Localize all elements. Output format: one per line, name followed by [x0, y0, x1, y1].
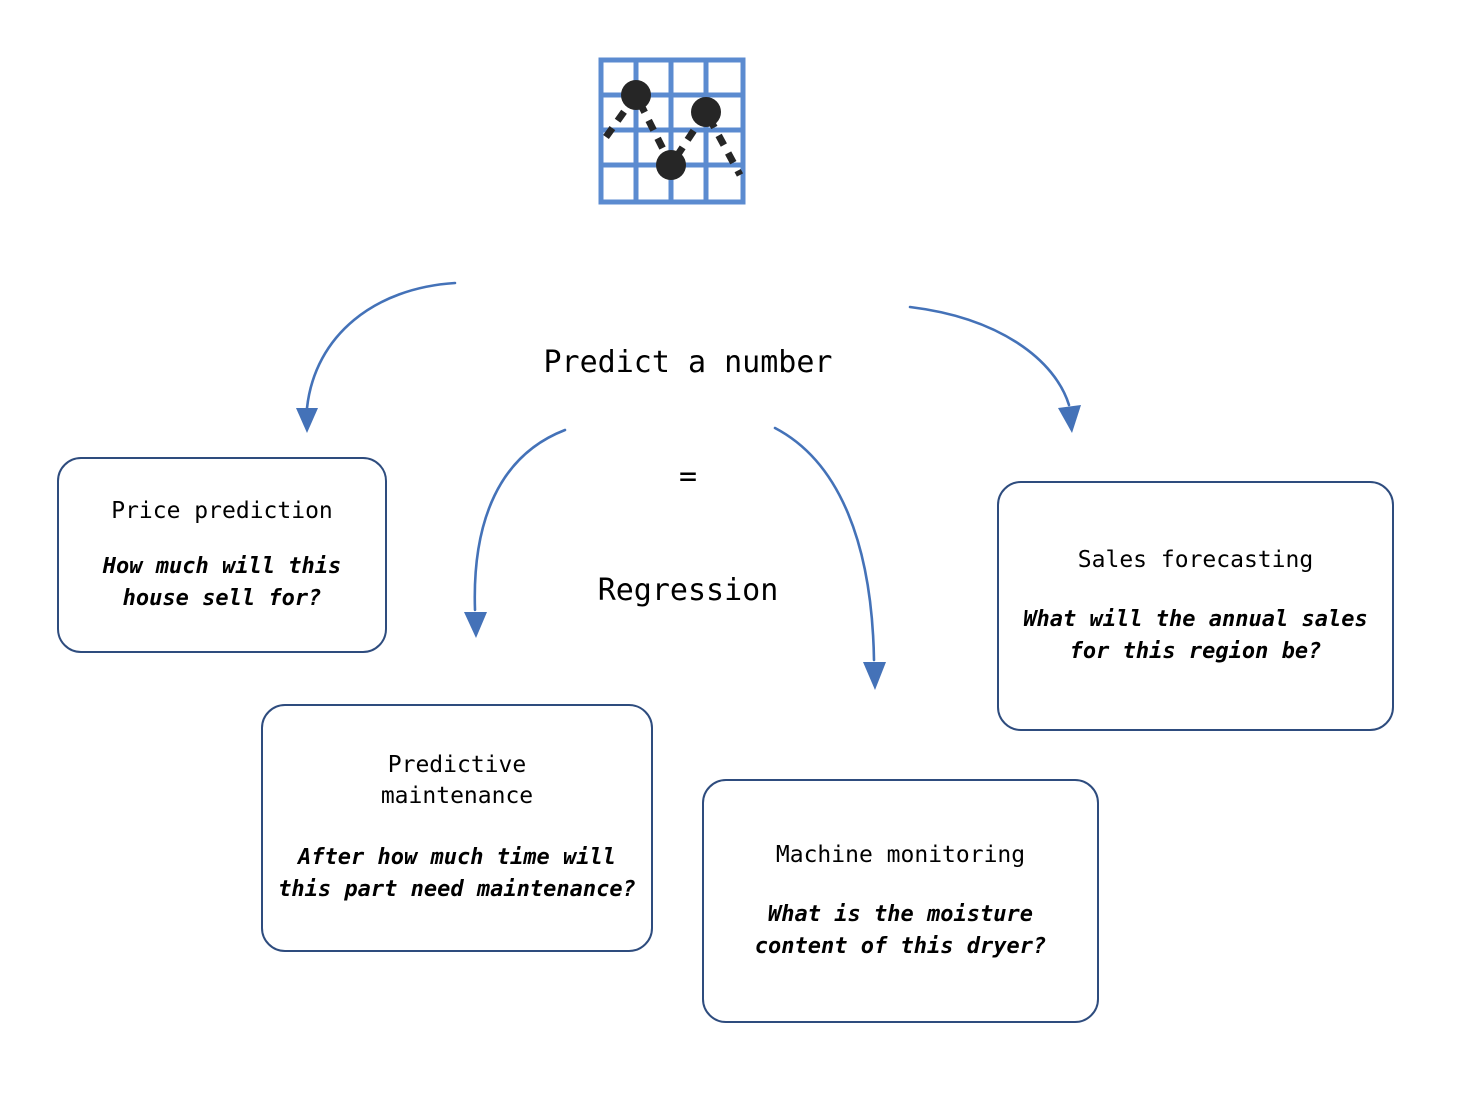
- regression-scatter-grid-icon: [598, 57, 746, 205]
- card-question: How much will this house sell for?: [102, 553, 342, 611]
- card-predictive-maintenance[interactable]: Predictive maintenance After how much ti…: [261, 704, 653, 952]
- arrow-to-sales-forecasting: [908, 305, 1081, 433]
- card-question: What will the annual sales for this regi…: [1023, 606, 1368, 664]
- card-title: Machine monitoring: [775, 841, 1026, 868]
- hub-title-line-1: Predict a number: [543, 345, 833, 380]
- card-price-prediction[interactable]: Price prediction How much will this hous…: [57, 457, 387, 653]
- hub-title-line-3: Regression: [597, 573, 779, 608]
- card-question: What is the moisture content of this dry…: [754, 901, 1047, 959]
- card-title: Predictive maintenance: [380, 752, 534, 809]
- card-question: After how much time will this part need …: [278, 845, 636, 902]
- hub-title: Predict a number = Regression: [448, 268, 928, 686]
- card-sales-forecasting[interactable]: Sales forecasting What will the annual s…: [997, 481, 1394, 731]
- hub-title-line-2: =: [678, 459, 698, 494]
- arrow-to-price-prediction: [296, 281, 457, 433]
- card-machine-monitoring[interactable]: Machine monitoring What is the moisture …: [702, 779, 1099, 1023]
- card-title: Sales forecasting: [1077, 546, 1314, 573]
- card-title: Price prediction: [111, 497, 333, 524]
